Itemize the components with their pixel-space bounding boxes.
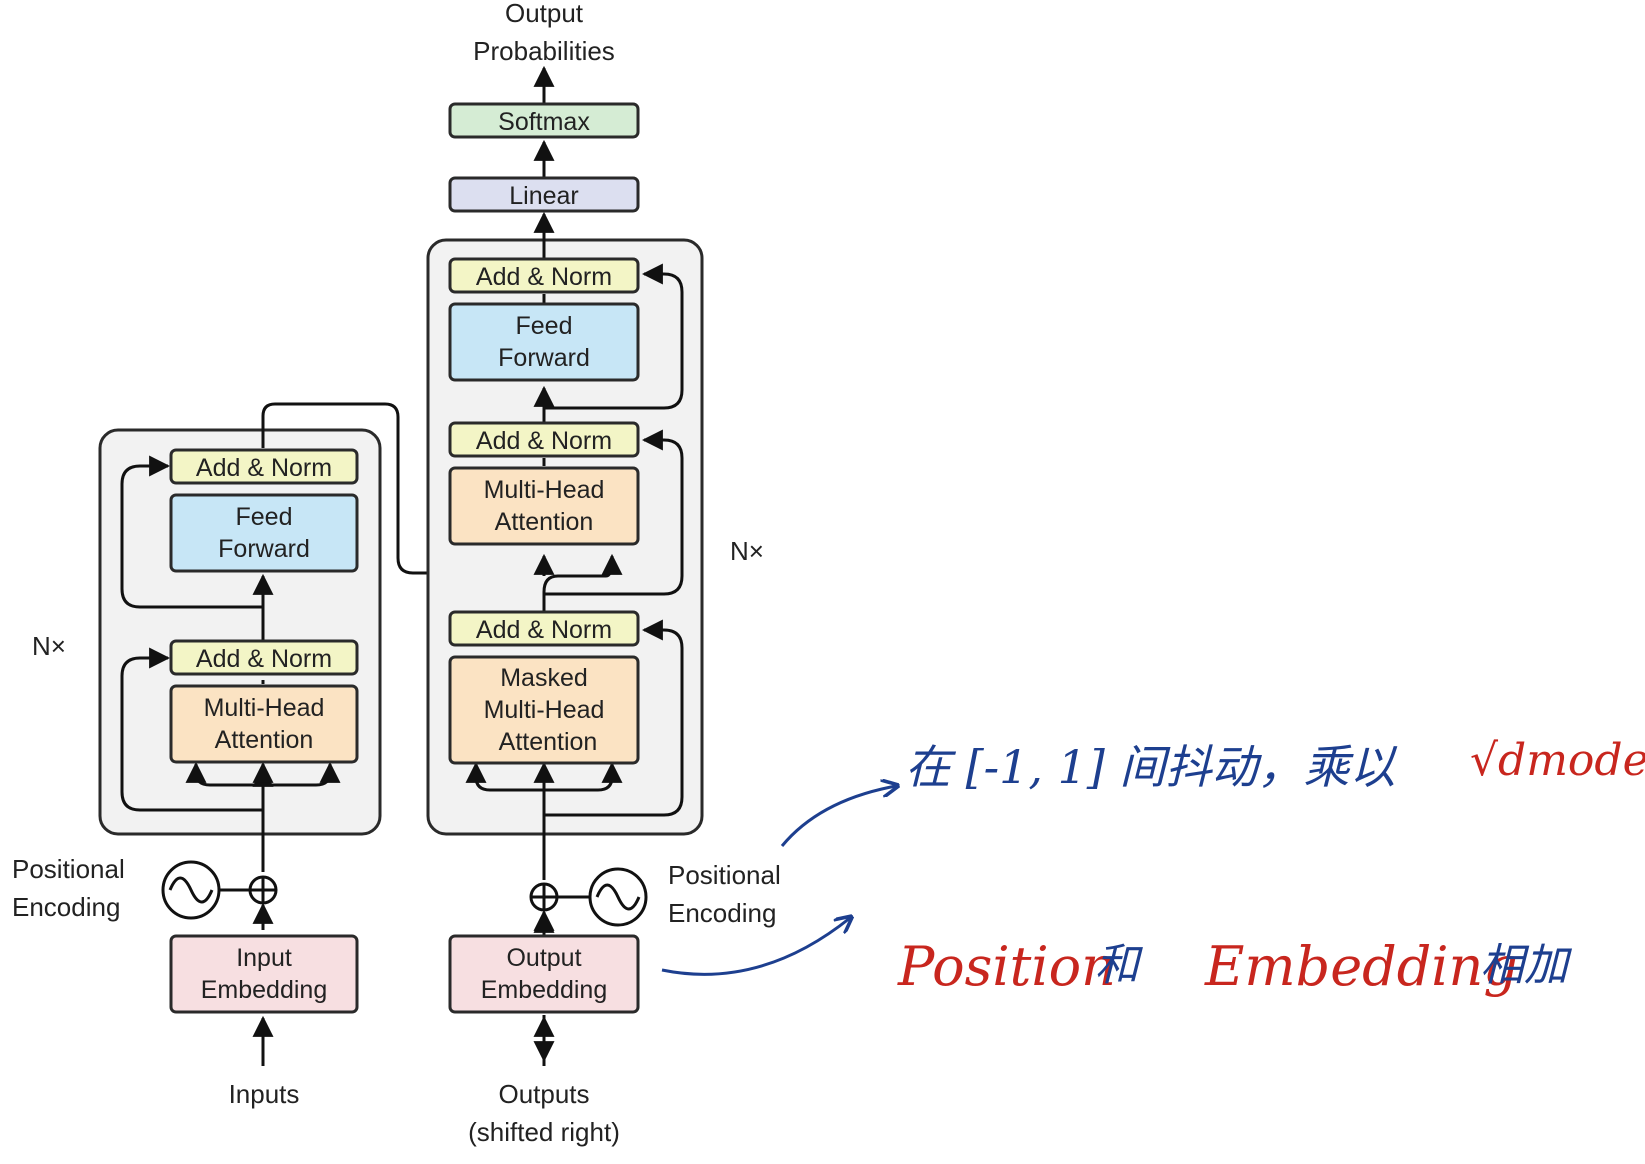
encoder-positional-line2: Encoding [12,892,120,922]
decoder-add-norm-middle [448,421,640,458]
decoder-add-norm-top-label: Add & Norm [476,263,612,291]
decoder-masked-attention [448,655,640,765]
linear-block [448,176,640,213]
encoder-attention-line2: Attention [215,726,314,754]
decoder-masked-line1: Masked [500,664,588,692]
input-embedding-line1: Input [236,944,292,972]
output-probabilities-line1: Output [505,0,584,28]
encoder-positional-line1: Positional [12,854,125,884]
decoder-masked-line3: Attention [499,728,598,756]
output-embedding-block [448,934,640,1014]
decoder-feed-forward-line2: Forward [498,344,590,372]
outputs-label-line2: (shifted right) [468,1117,620,1147]
decoder-add-norm-top [448,257,640,294]
decoder-nx-label: N× [730,536,764,566]
decoder-feed-forward-line1: Feed [516,312,573,340]
encoder-positional [161,860,278,930]
decoder-add-norm-bottom [448,610,640,647]
decoder-masked-line2: Multi-Head [484,696,605,724]
annotation-note2-blue2: 相加 [1480,940,1573,991]
output-probabilities-line2: Probabilities [473,36,615,66]
decoder-positional-line1: Positional [668,860,781,890]
encoder-add-norm-bottom-label: Add & Norm [196,645,332,673]
encoder-nx-label: N× [32,631,66,661]
annotation-note1-blue: 在 [-1, 1] 间抖动，乘以 [905,740,1397,794]
decoder-multi-head-attention [448,466,640,546]
annotation-note2-red1: Position [897,935,1116,998]
encoder-add-norm-bottom [169,639,359,676]
linear-label: Linear [509,182,579,210]
encoder-add-norm-top [169,448,359,485]
decoder-sine-icon [588,867,648,927]
decoder-positional-line2: Encoding [668,898,776,928]
input-embedding-block [169,934,359,1014]
input-embedding-line2: Embedding [201,976,327,1004]
encoder-feed-forward-line2: Forward [218,535,310,563]
annotation-note1-red: √dmodel [1470,735,1645,786]
decoder-feed-forward [448,302,640,382]
inputs-label: Inputs [229,1079,300,1109]
encoder-add-norm-top-label: Add & Norm [196,454,332,482]
encoder-feed-forward-line1: Feed [236,503,293,531]
softmax-label: Softmax [498,108,590,136]
encoder-attention-line1: Multi-Head [204,694,325,722]
decoder-attention-line2: Attention [495,508,594,536]
encoder-multi-head-attention [169,684,359,764]
annotation-note2-blue: 和 [1095,940,1143,991]
decoder-positional [529,867,648,935]
annotation-arrow-bottom [661,918,850,976]
decoder-attention-line1: Multi-Head [484,476,605,504]
output-embedding-line1: Output [506,944,581,972]
decoder-add-norm-bottom-label: Add & Norm [476,616,612,644]
softmax-block [448,102,640,139]
outputs-label-line1: Outputs [498,1079,589,1109]
encoder-feed-forward [169,493,359,573]
annotation-arrow-top [780,786,896,847]
decoder-add-norm-middle-label: Add & Norm [476,427,612,455]
annotation-note2-red2: Embedding [1204,935,1518,998]
output-embedding-line2: Embedding [481,976,607,1004]
encoder-stack [98,428,382,836]
